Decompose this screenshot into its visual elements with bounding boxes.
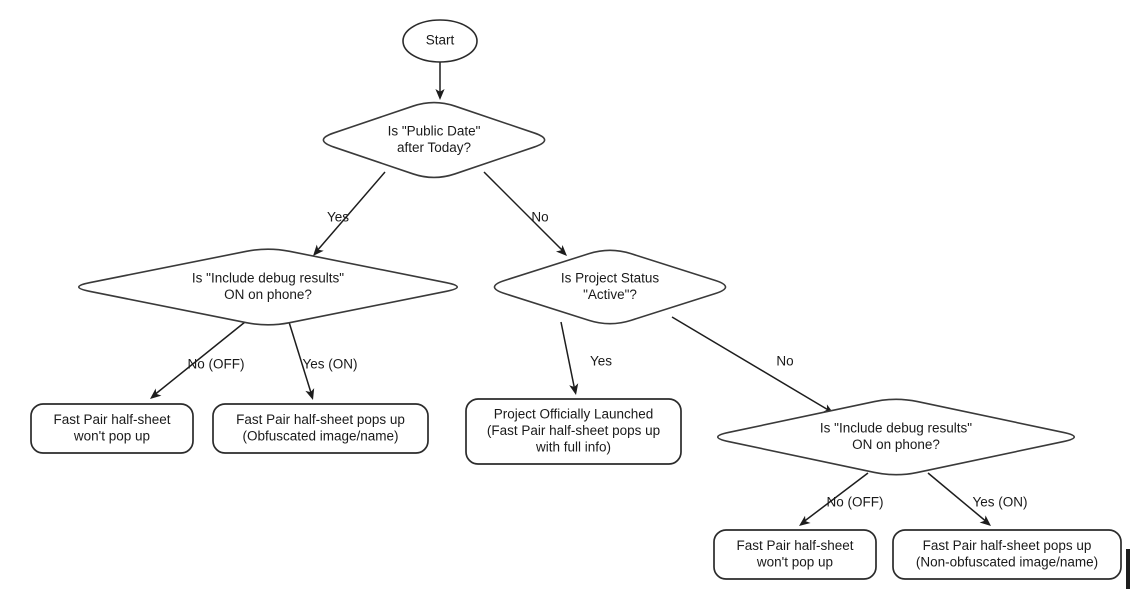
node-shape-rounded-rect [212,403,429,454]
edge-e_debugright_on: Yes (ON) [927,472,1028,526]
edge-label: Yes (ON) [972,495,1027,510]
edge-e_debugleft_on: Yes (ON) [288,321,358,400]
node-shape-rounded-rect [30,403,194,454]
edge-arrowhead [435,89,445,100]
node-start[interactable]: Start [402,19,478,63]
edge-label: No [531,210,548,225]
node-label-line: after Today? [397,140,471,155]
node-label-line: Is Project Status [561,270,660,285]
edge-arrowhead [555,244,567,256]
node-shape-diamond [493,249,727,325]
edge-line [801,472,869,524]
node-label-line: Is "Include debug results" [192,270,344,285]
node-shape-diamond [716,398,1076,476]
edge-line [560,321,576,392]
node-result_left_on[interactable]: Fast Pair half-sheet pops up(Obfuscated … [212,403,429,454]
node-launched[interactable]: Project Officially Launched(Fast Pair ha… [465,398,682,465]
node-shape-diamond [322,101,546,179]
node-label-line: Project Officially Launched [494,407,654,422]
edge-line [152,321,246,397]
node-label-line: (Fast Pair half-sheet pops up [487,423,660,438]
edge-arrowhead [569,383,579,395]
node-label-line: won't pop up [73,428,150,443]
edge-line [315,171,386,253]
node-label-line: Fast Pair half-sheet pops up [923,538,1092,553]
node-label-line: (Obfuscated image/name) [242,428,398,443]
edge-e_public_yes: Yes [313,171,386,256]
edge-e_public_no: No [483,171,567,256]
edge-arrowhead [799,515,811,526]
edge-arrowhead [313,244,324,256]
edge-e_debugleft_off: No (OFF) [150,321,246,399]
edge-arrowhead [979,515,991,526]
node-shape-rounded-rect [713,529,877,580]
node-label-line: "Active"? [583,287,637,302]
edge-e_start_public [435,62,445,100]
node-debug_right[interactable]: Is "Include debug results" ON on phone? [716,398,1076,476]
edge-label: Yes [590,354,612,369]
node-shape-diamond [77,248,459,326]
edge-label: No (OFF) [827,495,884,510]
edge-line [927,472,989,524]
edge-line [288,321,313,397]
node-label-line: with full info) [535,440,611,455]
edge-label: No [776,354,793,369]
node-shape-rounded-rect [892,529,1122,580]
node-shape-ellipse [402,19,478,63]
nodes-layer: Start Is "Public Date" after Today? Is "Inc… [30,19,1122,580]
edge-label: Yes [327,210,349,225]
node-label-line: Fast Pair half-sheet pops up [236,412,405,427]
edge-arrowhead [305,388,315,400]
node-shape-rounded-rect [465,398,682,465]
edge-label: Yes (ON) [302,357,357,372]
node-debug_left[interactable]: Is "Include debug results" ON on phone? [77,248,459,326]
node-label-line: Is "Include debug results" [820,420,972,435]
edge-e_projstatus_yes: Yes [560,321,612,395]
node-label-line: Fast Pair half-sheet [736,538,853,553]
node-label-line: Fast Pair half-sheet [53,412,170,427]
node-label-line: ON on phone? [852,437,940,452]
artifacts-layer [1126,549,1130,589]
right-edge-mark [1126,549,1130,589]
node-label-line: Is "Public Date" [388,123,481,138]
node-label-line: ON on phone? [224,287,312,302]
node-result_right_on[interactable]: Fast Pair half-sheet pops up(Non-obfusca… [892,529,1122,580]
edge-e_projstatus_no: No [671,316,834,414]
edge-arrowhead [150,388,162,399]
node-label-line: won't pop up [756,554,833,569]
edge-e_debugright_off: No (OFF) [799,472,884,526]
node-project_status[interactable]: Is Project Status "Active"? [493,249,727,325]
edge-label: No (OFF) [188,357,245,372]
node-public_date[interactable]: Is "Public Date" after Today? [322,101,546,179]
edge-line [671,316,831,412]
node-label-line: (Non-obfuscated image/name) [916,554,1098,569]
node-label-line: Start [426,33,455,48]
edge-line [483,171,565,253]
